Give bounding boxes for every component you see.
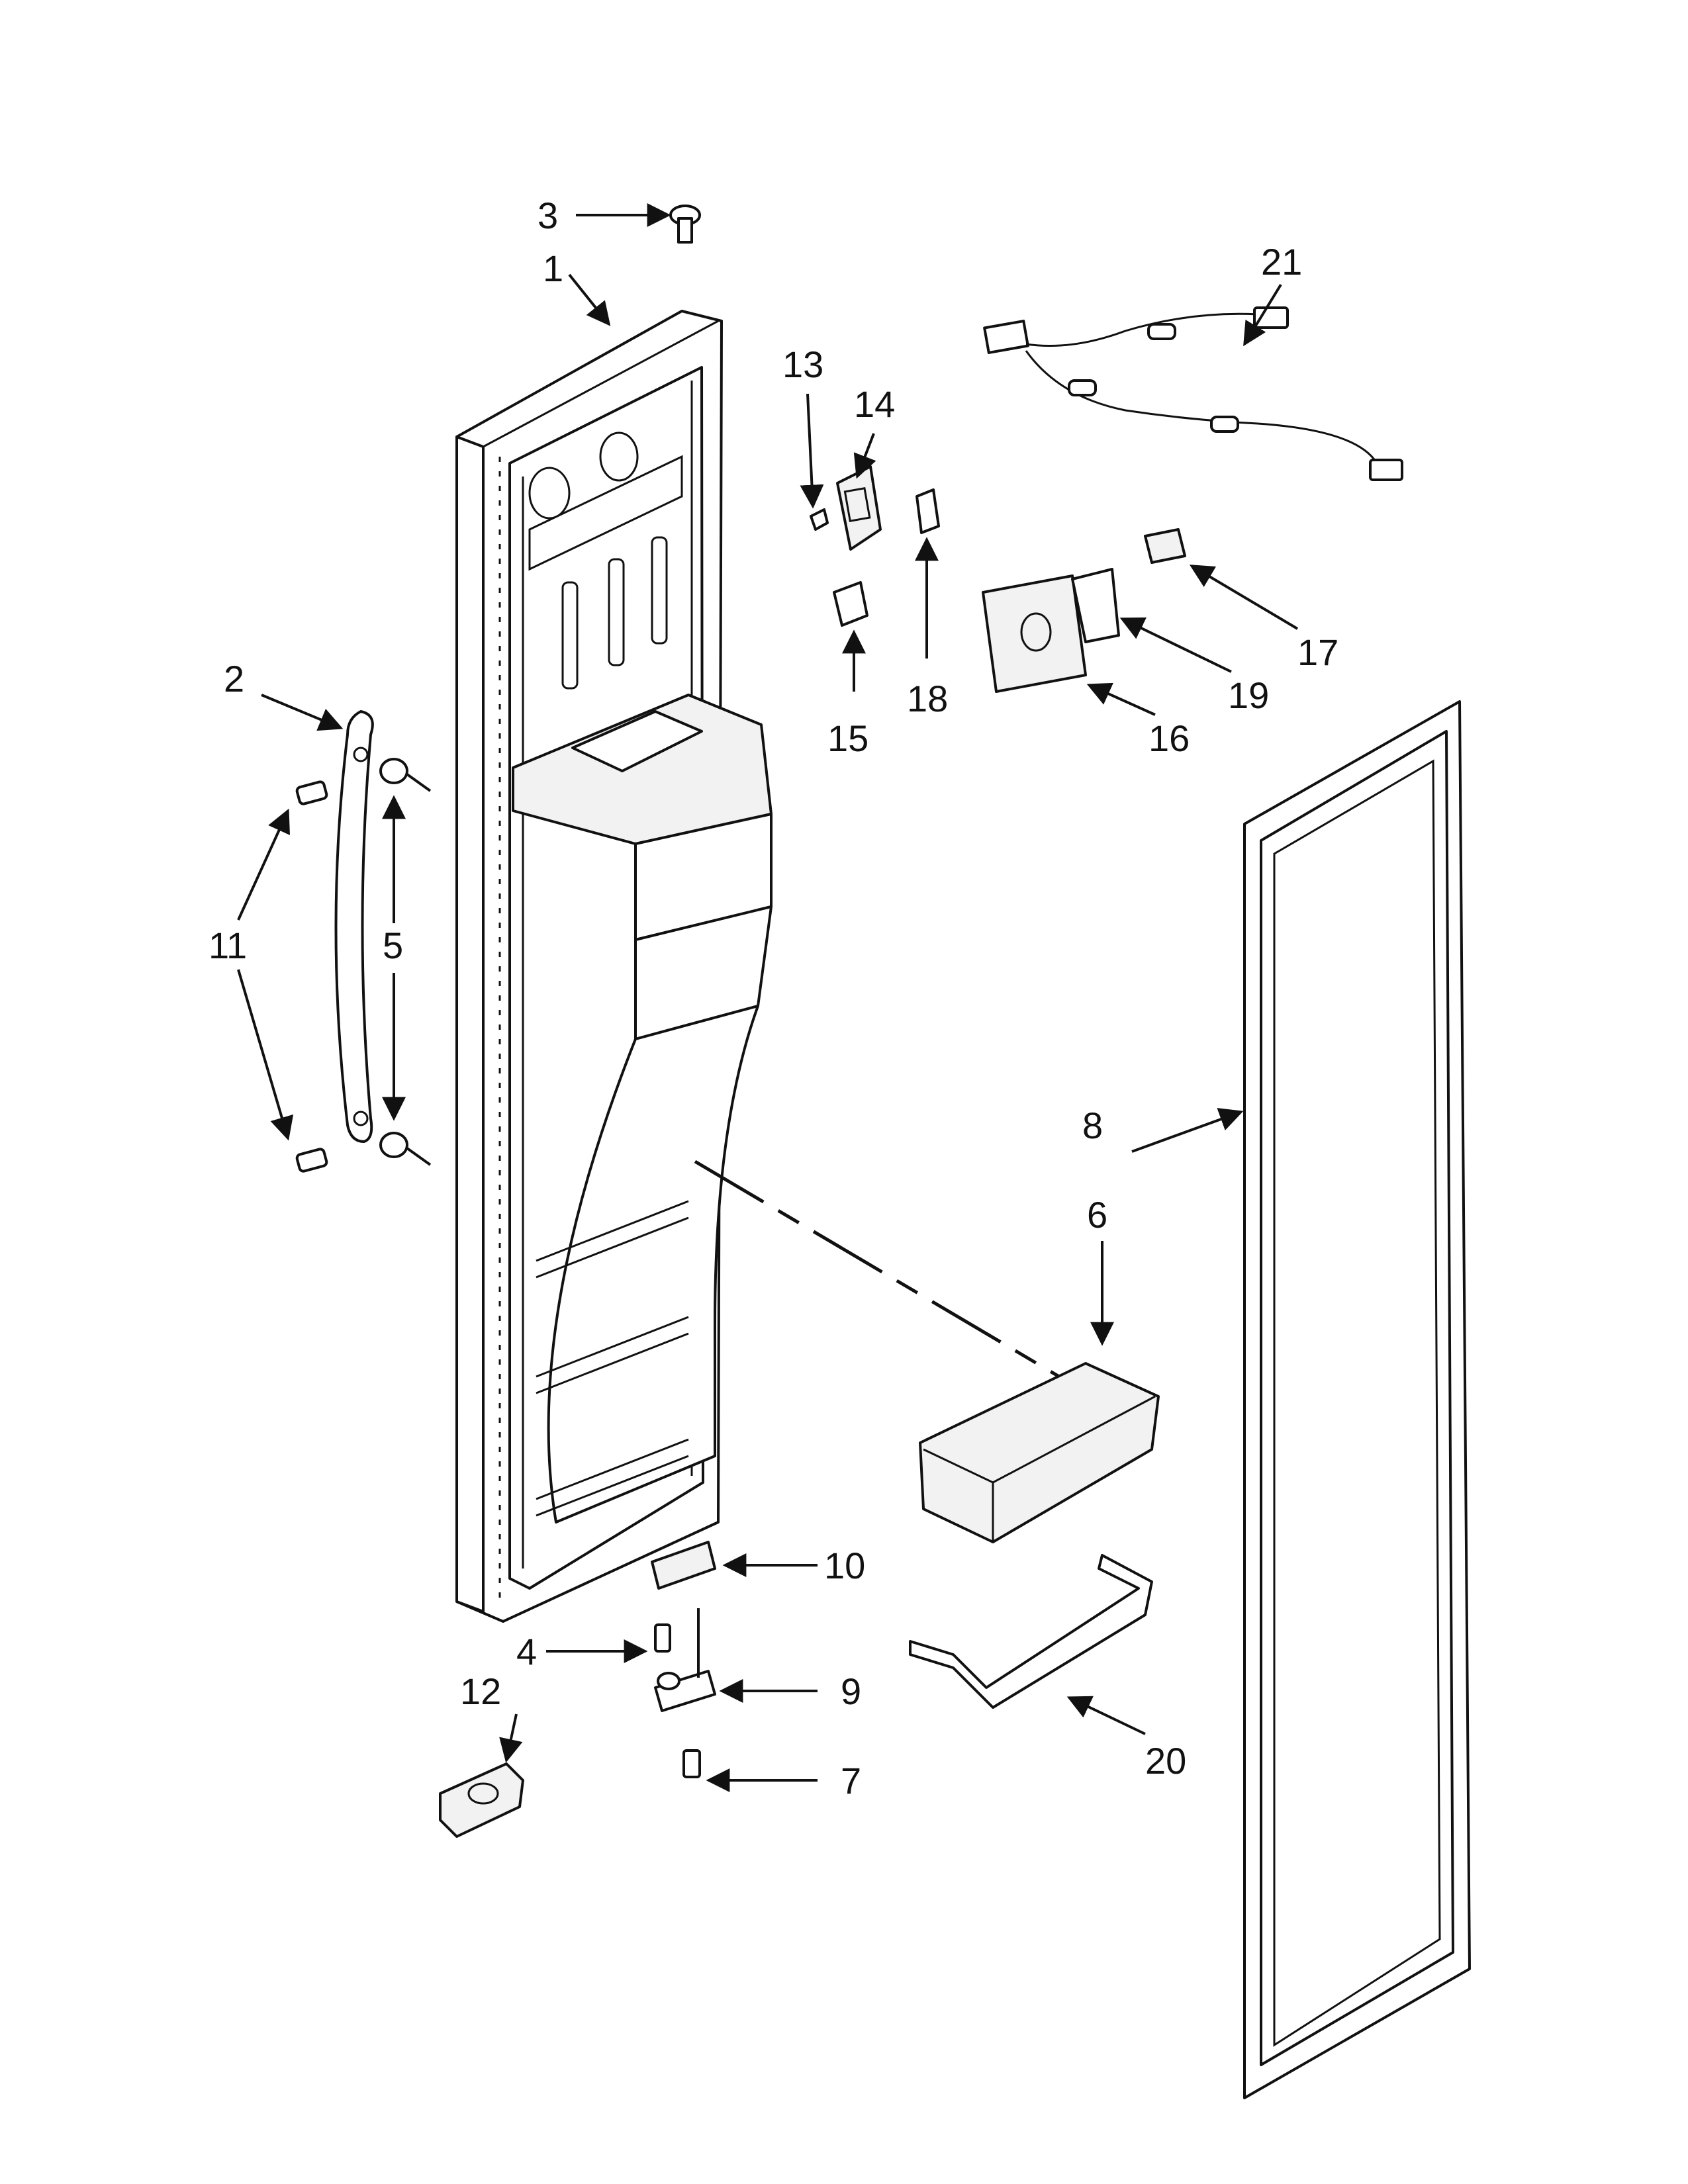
leader-lines [237, 203, 1299, 1792]
dispenser-control-module [982, 528, 1186, 693]
callout-21: 21 [1261, 241, 1302, 283]
callout-labels: 3 1 2 11 5 13 14 15 18 16 19 17 21 8 6 1… [209, 195, 1338, 1801]
callout-17: 17 [1297, 631, 1338, 673]
callout-2: 2 [224, 658, 244, 700]
callout-4: 4 [516, 1631, 537, 1672]
callout-3: 3 [538, 195, 558, 236]
hinge-bushing [669, 205, 701, 244]
bottom-hinge-parts [651, 1541, 716, 1778]
callout-8: 8 [1082, 1105, 1103, 1146]
callout-11: 11 [209, 925, 247, 966]
door-bin [919, 1362, 1160, 1543]
wire-harness [983, 306, 1403, 481]
callout-5: 5 [383, 925, 403, 966]
door-assembly [455, 310, 773, 1623]
handle [334, 710, 374, 1143]
spacers [379, 758, 432, 1166]
small-switch-parts [810, 465, 940, 627]
callout-16: 16 [1149, 717, 1190, 759]
bottom-bracket [439, 1762, 524, 1838]
callout-7: 7 [841, 1760, 861, 1801]
callout-1: 1 [543, 248, 563, 289]
callout-14: 14 [854, 383, 895, 425]
callout-20: 20 [1145, 1740, 1186, 1782]
callout-13: 13 [782, 343, 823, 385]
callout-19: 19 [1228, 674, 1269, 716]
set-screws [295, 780, 328, 1173]
callout-6: 6 [1087, 1194, 1107, 1236]
bin-rail [909, 1554, 1153, 1709]
callout-9: 9 [841, 1670, 861, 1712]
assembly-guide-line [694, 1160, 1060, 1379]
callout-18: 18 [907, 678, 948, 719]
callout-12: 12 [460, 1670, 501, 1712]
door-gasket [1243, 700, 1471, 2099]
callout-10: 10 [824, 1545, 865, 1586]
callout-15: 15 [827, 717, 868, 759]
